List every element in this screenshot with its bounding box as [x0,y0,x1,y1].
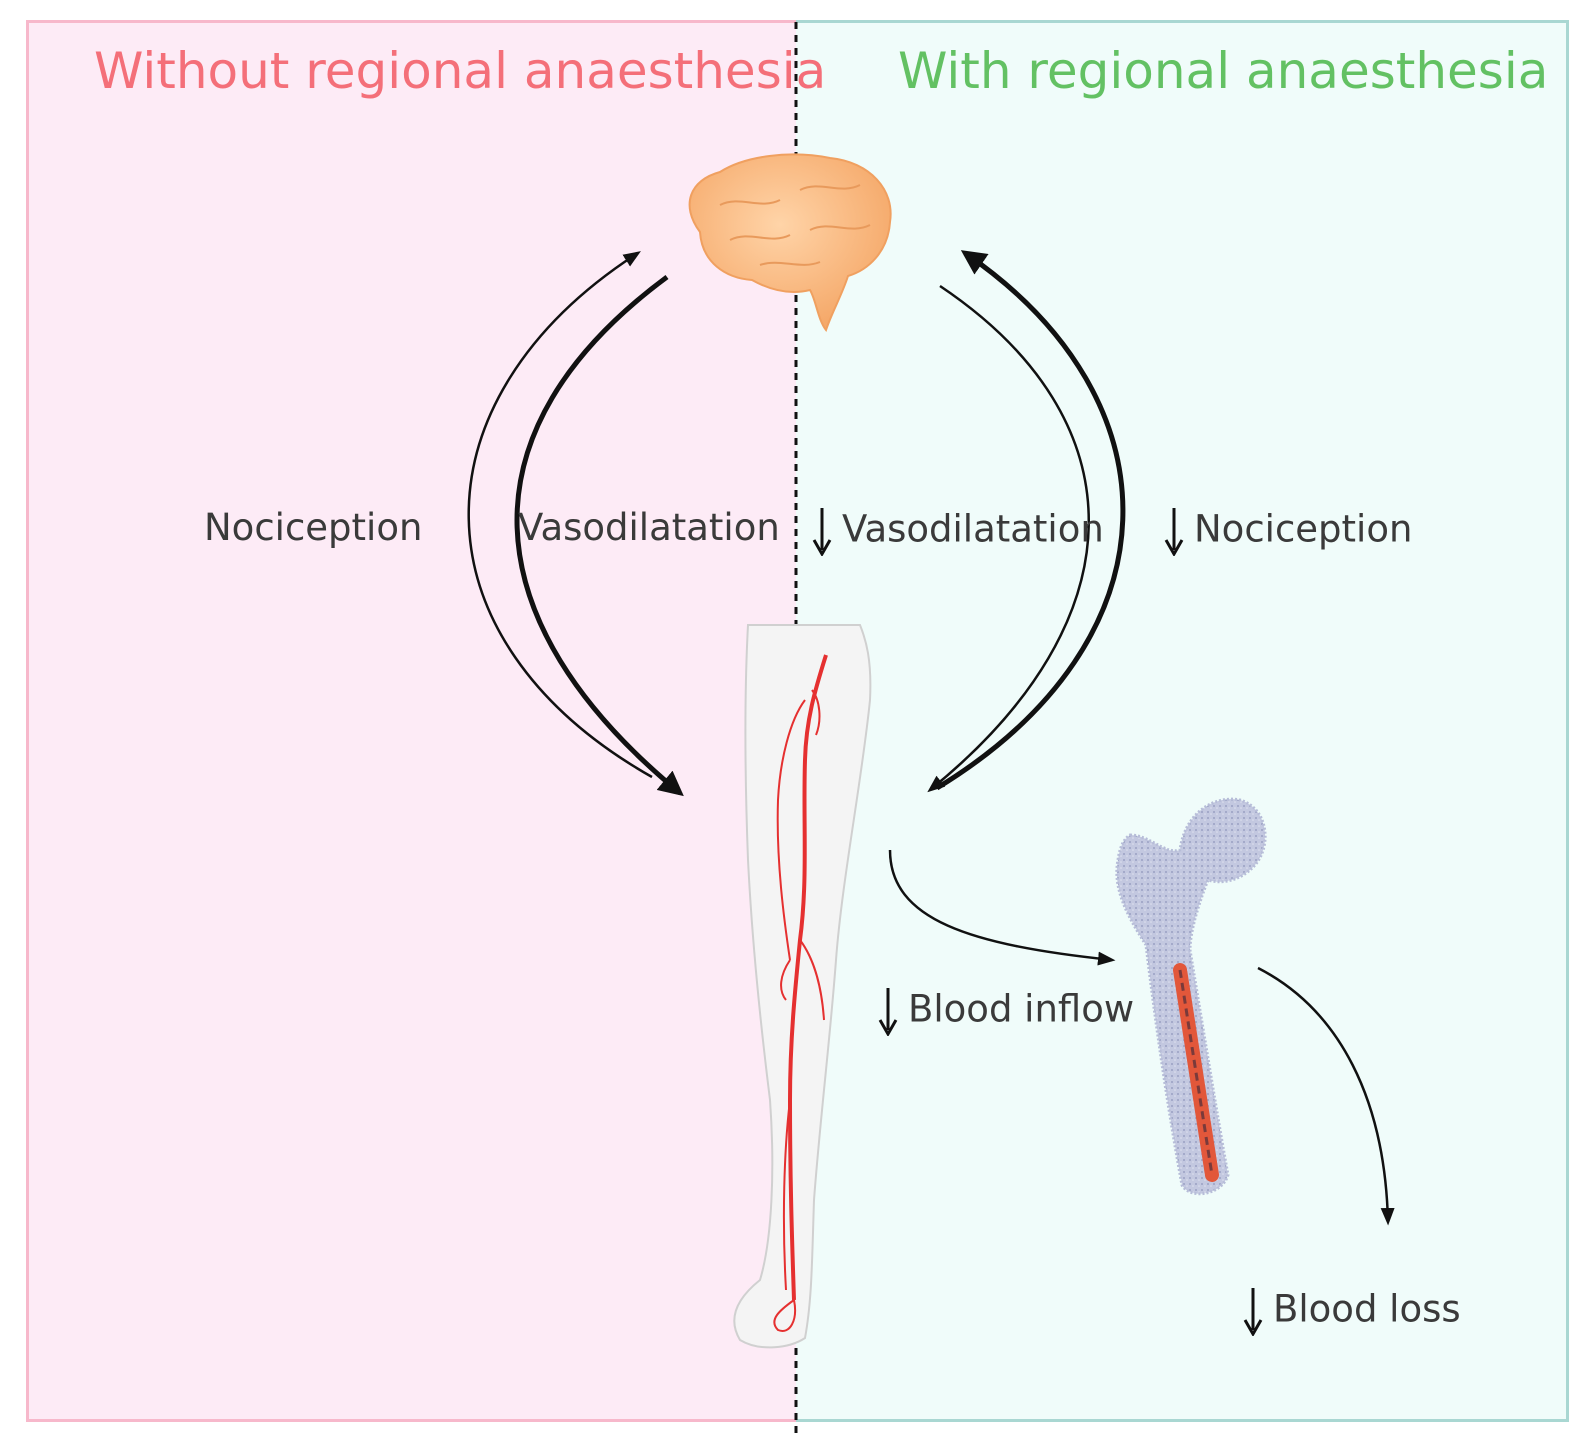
vasodilatation-text-right: Vasodilatation [842,507,1104,551]
brain-icon [688,153,892,333]
nociception-arrow-left [467,251,653,779]
nociception-label-left: Nociception [204,506,423,549]
vasodilatation-label-left: Vasodilatation [518,506,780,549]
blood-inflow-arrow [888,849,1116,966]
down-arrow-icon [1164,508,1184,556]
vasodilatation-arrow-right [927,284,1090,793]
down-arrow-icon [1243,1288,1263,1336]
femur-icon [1115,797,1267,1196]
panel-with-anaesthesia [796,20,1569,1422]
blood-loss-arrow [1257,966,1395,1226]
blood-loss-label: Blood loss [1243,1286,1461,1336]
blood-inflow-label: Blood inflow [878,986,1134,1036]
leg-arteries-icon [733,624,872,1349]
down-arrow-icon [878,988,898,1036]
blood-inflow-text: Blood inflow [908,987,1135,1031]
nociception-label-right: Nociception [1164,506,1412,556]
right-panel-title: With regional anaesthesia [898,42,1549,100]
panel-without-anaesthesia [26,20,796,1422]
left-panel-title: Without regional anaesthesia [94,42,827,100]
down-arrow-icon [812,508,832,556]
vasodilatation-label-right: Vasodilatation [812,506,1104,556]
blood-loss-text: Blood loss [1273,1287,1461,1331]
nociception-arrow-right [935,250,1126,791]
nociception-text-right: Nociception [1194,507,1413,551]
vasodilatation-arrow-left [514,274,684,797]
